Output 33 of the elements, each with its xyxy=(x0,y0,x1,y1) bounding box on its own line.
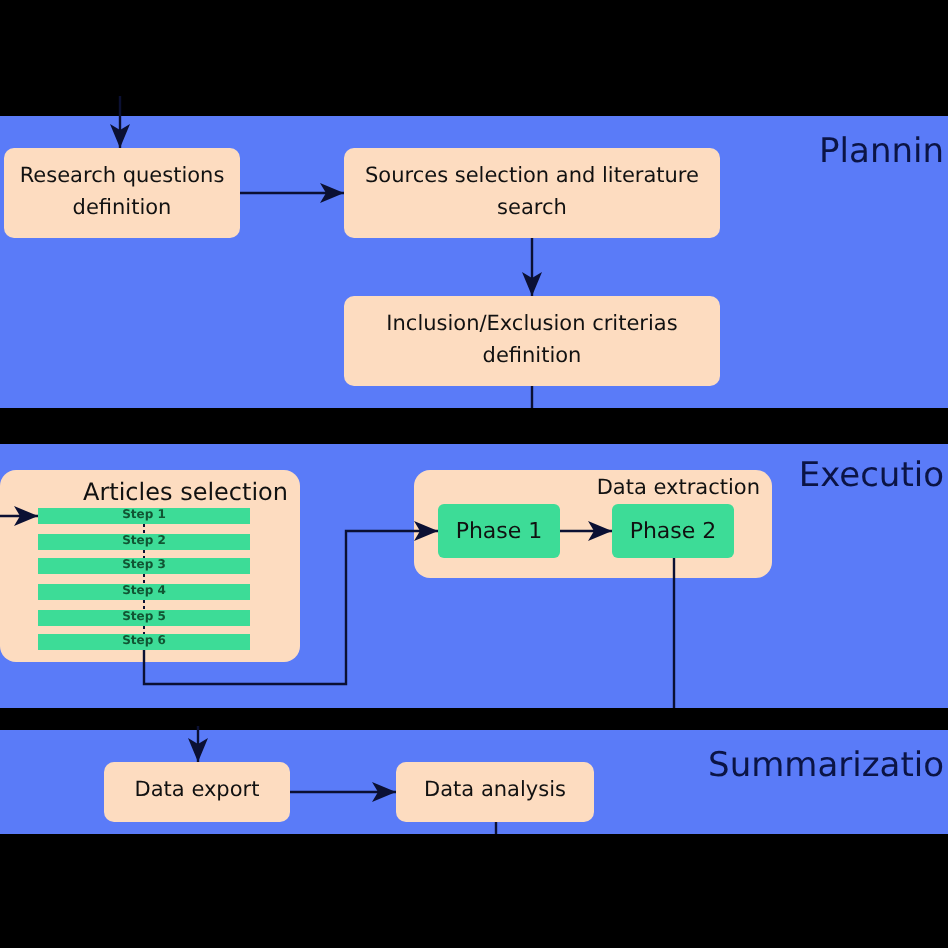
stage-title: Plannin xyxy=(819,132,944,172)
arrow xyxy=(110,96,130,148)
connector-line xyxy=(143,573,145,585)
arrow xyxy=(290,782,396,802)
arrow xyxy=(560,521,612,541)
phase-box: Phase 1 xyxy=(438,504,560,558)
group-title: Data extraction xyxy=(596,476,760,500)
arrow xyxy=(142,521,438,686)
connector-line xyxy=(530,386,534,408)
stage-band xyxy=(0,444,948,708)
stage-band xyxy=(0,116,948,408)
process-box: Inclusion/Exclusion criterias definition xyxy=(344,296,720,386)
connector-line xyxy=(143,599,145,611)
process-box: Data export xyxy=(104,762,290,822)
group-box xyxy=(0,470,300,662)
connector-line xyxy=(143,549,145,559)
arrow xyxy=(188,726,208,762)
stage-title: Summarizatio xyxy=(708,746,944,786)
process-box: Research questions definition xyxy=(4,148,240,238)
connector-line xyxy=(143,625,145,635)
connector-line xyxy=(494,822,498,834)
group-box xyxy=(414,470,772,578)
connector-line xyxy=(672,558,676,708)
stage-band xyxy=(0,730,948,834)
phase-box: Phase 2 xyxy=(612,504,734,558)
arrow xyxy=(0,506,38,526)
process-box: Sources selection and literature search xyxy=(344,148,720,238)
connector-line xyxy=(143,523,145,535)
stage-title: Executio xyxy=(798,456,944,496)
arrow xyxy=(522,238,542,296)
process-box: Data analysis xyxy=(396,762,594,822)
group-title: Articles selection xyxy=(83,478,288,506)
arrow xyxy=(240,183,344,203)
